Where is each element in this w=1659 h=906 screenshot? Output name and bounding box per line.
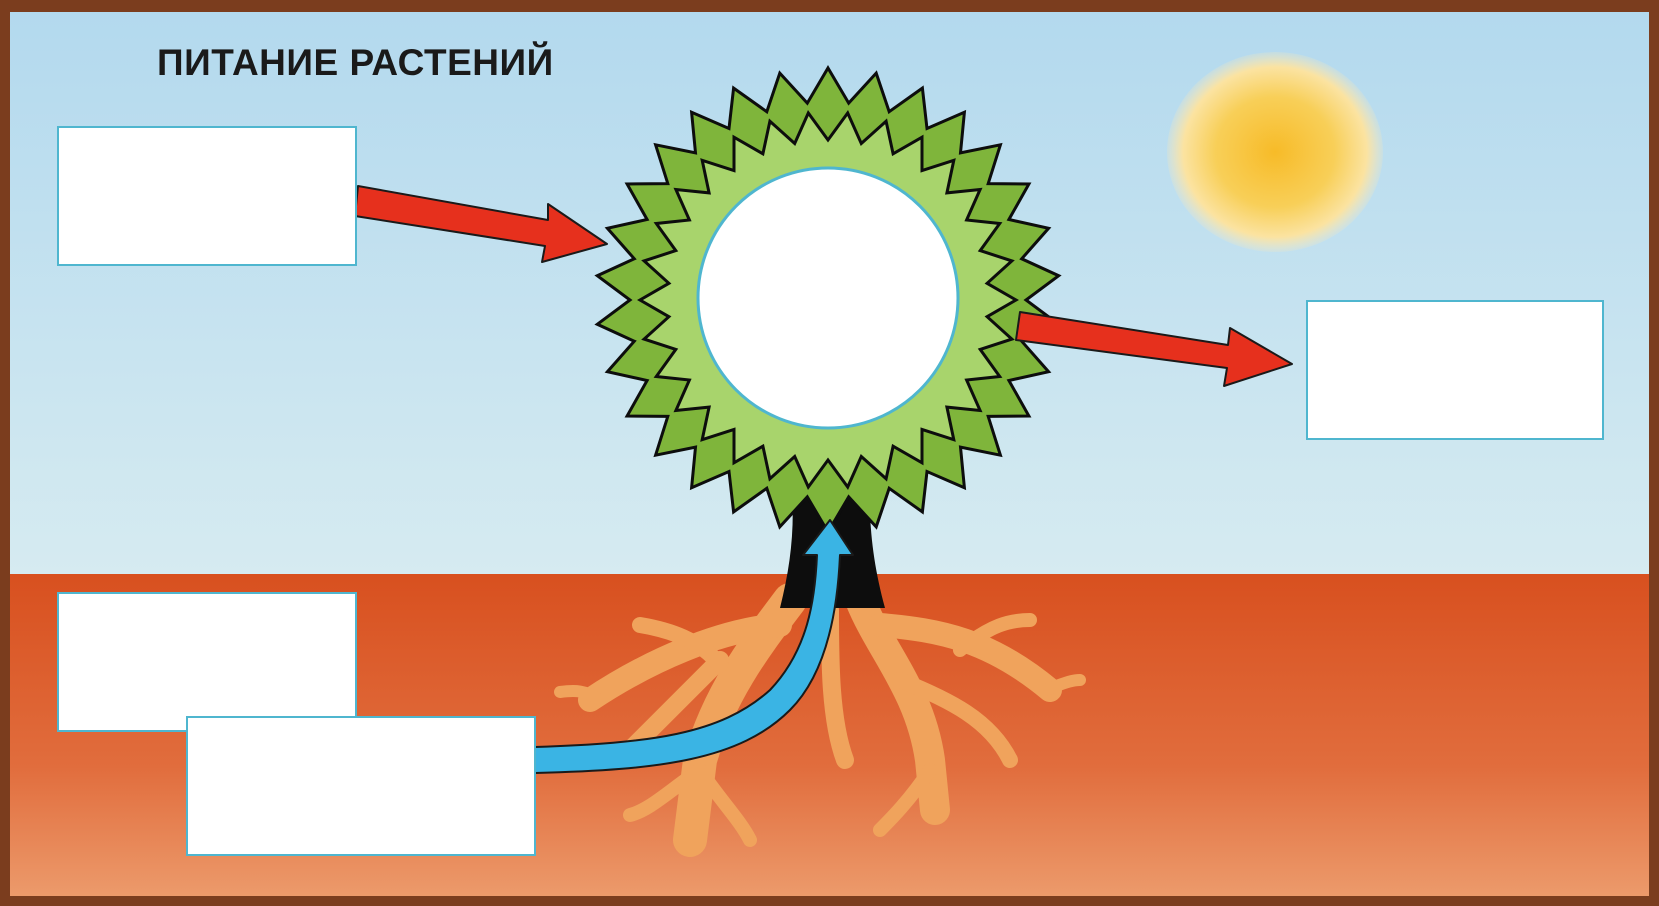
crown-answer-circle[interactable]: [698, 168, 958, 428]
sun-icon: [1167, 52, 1383, 252]
answer-box-top-left[interactable]: [57, 126, 357, 266]
answer-box-right[interactable]: [1306, 300, 1604, 440]
answer-box-bottom-left-upper[interactable]: [57, 592, 357, 732]
page-title: ПИТАНИЕ РАСТЕНИЙ: [157, 44, 554, 81]
answer-box-bottom-left-lower[interactable]: [186, 716, 536, 856]
